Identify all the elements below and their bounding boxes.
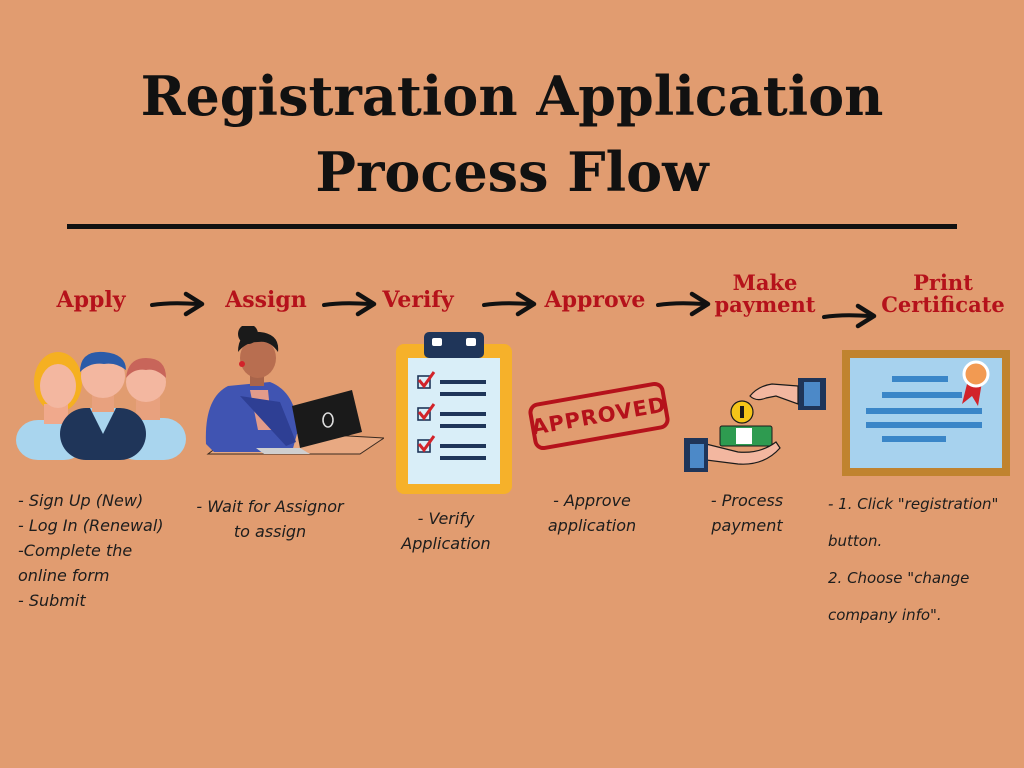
description-line: - Approve: [553, 491, 631, 510]
step-label-print-certificate-line-2: Certificate: [881, 292, 1005, 317]
arrow-right-icon: [322, 291, 377, 317]
step-description-make-payment: - Process payment: [692, 488, 802, 538]
description-line: application: [547, 516, 637, 535]
approved-stamp-text: APPROVED: [529, 392, 669, 440]
step-label-verify: Verify: [382, 287, 454, 313]
description-line: - Verify: [417, 509, 475, 528]
description-line: 2. Choose "change: [828, 569, 970, 587]
description-line: - Sign Up (New): [18, 491, 144, 510]
step-label-make-payment-line-1: Make: [732, 270, 798, 295]
step-label-assign: Assign: [225, 287, 307, 313]
woman-laptop-icon: [205, 326, 384, 455]
step-description-print-certificate: - 1. Click "registration" button. 2. Cho…: [828, 486, 998, 634]
description-line: button.: [828, 532, 883, 550]
checklist-clipboard-icon: [396, 332, 512, 494]
description-line: - Submit: [18, 591, 86, 610]
arrow-right-icon: [150, 291, 205, 317]
description-line: Application: [401, 534, 491, 553]
page-title: Registration Application Process Flow: [0, 58, 1024, 210]
arrow-right-icon: [822, 303, 877, 329]
description-line: payment: [711, 516, 783, 535]
step-description-assign: - Wait for Assignor to assign: [184, 494, 356, 544]
arrow-right-icon: [656, 291, 711, 317]
step-label-make-payment: Make payment: [706, 272, 824, 316]
certificate-icon: [842, 350, 1010, 476]
step-label-print-certificate: Print Certificate: [876, 272, 1010, 316]
arrow-right-icon: [482, 291, 537, 317]
description-line: - Process: [710, 491, 784, 510]
step-label-make-payment-line-2: payment: [714, 292, 816, 317]
step-description-apply: - Sign Up (New) - Log In (Renewal) -Comp…: [18, 488, 164, 613]
step-description-verify: - Verify Application: [386, 506, 506, 556]
description-line: online form: [18, 566, 110, 585]
description-line: to assign: [233, 522, 307, 541]
people-group-icon: [16, 351, 186, 460]
approved-stamp-frame: APPROVED: [526, 380, 672, 452]
step-label-approve: Approve: [544, 287, 646, 313]
approved-stamp-icon: APPROVED: [520, 372, 676, 460]
payment-hands-icon: [684, 378, 826, 472]
step-label-print-certificate-line-1: Print: [913, 270, 973, 295]
description-line: - Log In (Renewal): [18, 516, 164, 535]
step-label-apply: Apply: [56, 287, 126, 313]
title-line-2: Process Flow: [315, 140, 709, 204]
step-description-approve: - Approve application: [534, 488, 650, 538]
description-line: - Wait for Assignor: [196, 497, 344, 516]
description-line: company info".: [828, 606, 942, 624]
description-line: -Complete the: [18, 541, 133, 560]
title-line-1: Registration Application: [140, 64, 884, 128]
description-line: - 1. Click "registration": [828, 495, 999, 513]
title-divider: [67, 224, 957, 229]
